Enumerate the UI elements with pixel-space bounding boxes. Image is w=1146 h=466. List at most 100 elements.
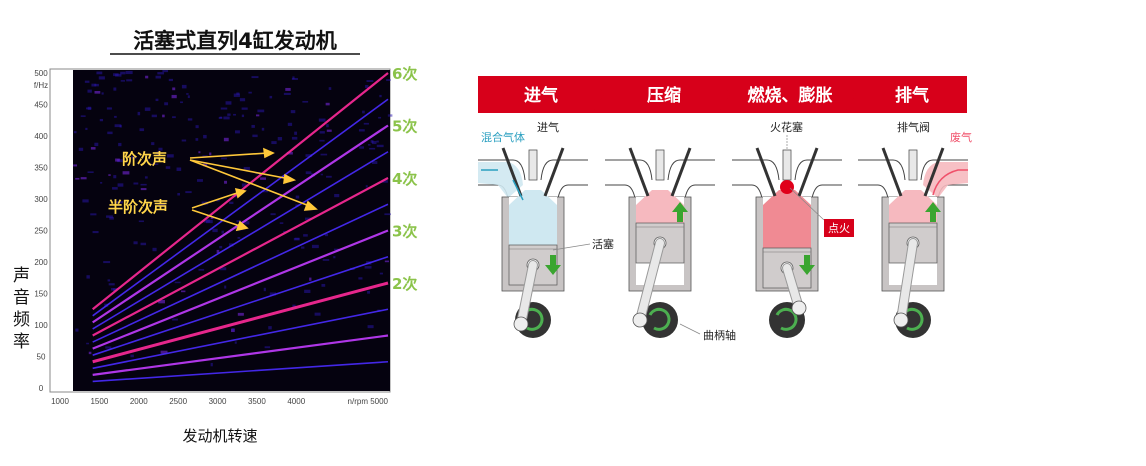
crankshaft — [642, 302, 678, 338]
noise-speck — [233, 113, 236, 116]
noise-speck — [164, 102, 169, 106]
noise-speck — [216, 199, 220, 202]
stage-label: 进气 — [524, 85, 558, 106]
noise-speck — [171, 94, 177, 99]
noise-speck — [384, 213, 391, 216]
noise-speck — [283, 230, 286, 234]
noise-speck — [264, 346, 271, 349]
noise-speck — [379, 272, 383, 275]
noise-speck — [224, 285, 227, 289]
cylinder-1 — [478, 147, 588, 338]
noise-speck — [117, 183, 124, 187]
cylinders — [478, 147, 968, 338]
noise-speck — [181, 290, 186, 293]
order-label: 6次 — [392, 65, 417, 83]
noise-speck — [90, 213, 97, 216]
noise-speck — [221, 157, 227, 160]
noise-speck — [106, 107, 112, 110]
noise-speck — [166, 154, 174, 158]
noise-speck — [255, 114, 260, 117]
y-tick-label: 300 — [34, 195, 48, 204]
exhaust-valve — [543, 147, 565, 197]
noise-speck — [234, 130, 240, 134]
noise-speck — [73, 131, 77, 134]
noise-speck — [219, 267, 227, 271]
noise-speck — [263, 287, 266, 292]
label-spark-plug: 火花塞 — [770, 120, 803, 134]
spark-plug — [528, 149, 538, 181]
noise-speck — [290, 110, 296, 114]
noise-speck — [233, 194, 240, 198]
noise-speck — [367, 325, 374, 329]
noise-speck — [285, 87, 291, 91]
ignition-badge — [824, 219, 854, 237]
noise-speck — [270, 213, 276, 216]
noise-speck — [172, 87, 176, 91]
noise-speck — [225, 101, 232, 105]
noise-speck — [271, 141, 277, 145]
noise-speck — [98, 76, 105, 80]
noise-speck — [212, 228, 218, 233]
noise-speck — [138, 220, 144, 223]
label-piston: 活塞 — [592, 237, 614, 251]
noise-speck — [181, 139, 187, 142]
noise-speck — [241, 114, 245, 118]
noise-speck — [196, 179, 203, 182]
noise-speck — [279, 222, 284, 224]
noise-speck — [84, 80, 90, 83]
y-tick-label: 200 — [34, 258, 48, 267]
crank-pin — [513, 316, 529, 332]
arrow-down-icon — [799, 255, 815, 275]
noise-speck — [106, 215, 113, 218]
stage-banner — [592, 76, 735, 113]
label-ignition: 点火 — [828, 222, 850, 235]
noise-speck — [122, 171, 130, 175]
noise-speck — [260, 177, 267, 180]
noise-speck — [94, 142, 99, 147]
exhaust-valve — [670, 147, 692, 197]
stage-label: 燃烧、膨胀 — [748, 85, 833, 106]
noise-speck — [293, 237, 300, 241]
noise-speck — [305, 154, 313, 157]
exhaust-valve — [797, 147, 819, 197]
noise-speck — [87, 89, 92, 93]
connecting-rod-fill — [897, 239, 917, 324]
noise-speck — [364, 266, 372, 269]
noise-speck — [326, 175, 332, 178]
exhaust-flow-icon — [932, 169, 968, 196]
noise-speck — [244, 221, 250, 225]
y-tick-label: 50 — [37, 353, 46, 362]
y-tick-label: 100 — [34, 321, 48, 330]
noise-speck — [251, 76, 259, 79]
noise-speck — [145, 75, 149, 79]
noise-speck — [224, 180, 228, 184]
noise-speck — [195, 125, 199, 129]
stage-banner — [844, 76, 967, 113]
noise-speck — [333, 256, 336, 259]
noise-speck — [237, 236, 241, 239]
noise-speck — [113, 175, 117, 179]
noise-speck — [114, 124, 122, 128]
noise-speck — [223, 116, 230, 120]
noise-speck — [318, 118, 326, 122]
noise-speck — [324, 233, 329, 237]
order-line-4次 — [92, 177, 389, 337]
order-label: 2次 — [392, 275, 417, 293]
noise-speck — [180, 101, 183, 104]
noise-speck — [292, 76, 295, 80]
noise-speck — [304, 217, 312, 220]
order-line-4.5次 — [92, 151, 389, 330]
noise-speck — [219, 245, 223, 249]
stage-banner — [718, 76, 861, 113]
noise-speck — [92, 231, 99, 234]
noise-speck — [287, 122, 293, 126]
order-line-2.5次 — [92, 255, 389, 356]
noise-speck — [243, 166, 250, 171]
noise-speck — [101, 92, 104, 95]
noise-speck — [305, 171, 312, 175]
noise-speck — [86, 342, 89, 345]
spectrogram-noise — [73, 70, 393, 367]
noise-speck — [140, 242, 147, 246]
noise-speck — [156, 151, 160, 155]
